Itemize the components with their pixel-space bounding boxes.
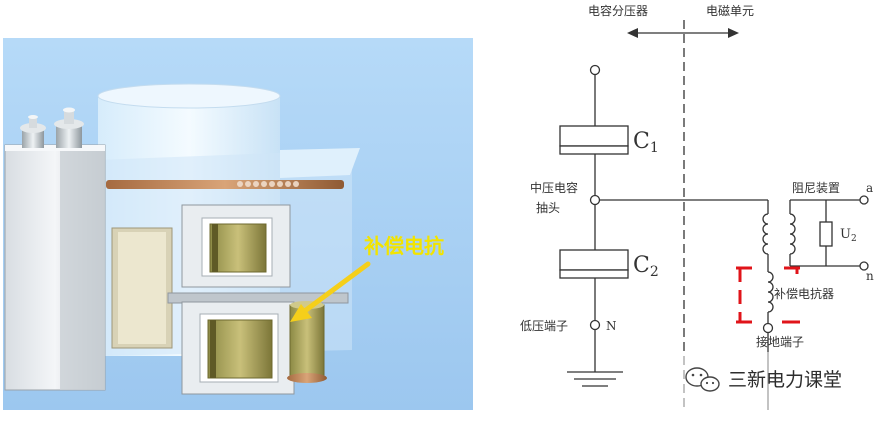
reactor-photo: 补偿电抗: [3, 38, 473, 410]
cvt-schematic: [559, 20, 869, 410]
primary-winding: [762, 213, 769, 255]
main-winding: [111, 227, 173, 349]
bushing-left: [20, 115, 46, 148]
section-arrow-right-head: [728, 28, 739, 38]
reactor-highlight: [736, 266, 800, 324]
label-c1: C1: [633, 129, 659, 156]
wechat-icon: [685, 367, 720, 392]
capacitor-c2-upper-plate: [559, 249, 629, 271]
label-capacitive-divider: 电容分压器: [588, 3, 648, 18]
label-mv-tap-line1: 中压电容: [530, 180, 578, 195]
mv-tap-node: [589, 194, 601, 206]
label-n-left: N: [606, 319, 617, 333]
label-u2: U2: [840, 227, 857, 244]
label-terminal-n: n: [866, 269, 874, 283]
schematic-labels: 电容分压器 电磁单元 C1 C2 中压电容 抽头 低压端子 N 阻尼装置 a n…: [520, 3, 874, 349]
label-compensation-reactor: 补偿电抗器: [774, 286, 834, 301]
label-damping-device: 阻尼装置: [792, 181, 840, 195]
label-mv-tap-line2: 抽头: [536, 201, 560, 215]
terminal-n: [859, 261, 869, 271]
callout-label: 补偿电抗: [363, 234, 444, 258]
ground-symbol: [567, 371, 623, 387]
label-ground-terminal: 接地端子: [756, 334, 804, 349]
capacitor-c1-upper-plate: [559, 125, 629, 147]
lv-terminal-node: [589, 319, 601, 331]
callout-arrow: [290, 261, 371, 322]
capacitor-c1-lower-plate: [559, 145, 629, 155]
compensation-reactor-coil: [767, 271, 774, 313]
label-electromagnetic-unit: 电磁单元: [706, 3, 754, 18]
ground-terminal-node: [762, 322, 774, 334]
watermark: 三新电力课堂: [680, 352, 884, 414]
copper-ring: [106, 180, 344, 189]
terminal-a: [859, 195, 869, 205]
capacitor-c2-lower-plate: [559, 269, 629, 279]
label-terminal-a: a: [866, 181, 873, 195]
capacitor-box: [4, 144, 106, 391]
damping-resistor: [819, 221, 833, 247]
bushing-right: [54, 107, 84, 148]
secondary-winding: [789, 213, 796, 255]
lower-core: [181, 301, 295, 395]
label-c2: C2: [633, 253, 659, 280]
upper-core: [181, 204, 291, 288]
hv-terminal: [589, 64, 601, 76]
label-low-voltage-terminal: 低压端子: [520, 319, 568, 333]
section-arrow-left-head: [627, 28, 638, 38]
watermark-text: 三新电力课堂: [728, 369, 842, 391]
